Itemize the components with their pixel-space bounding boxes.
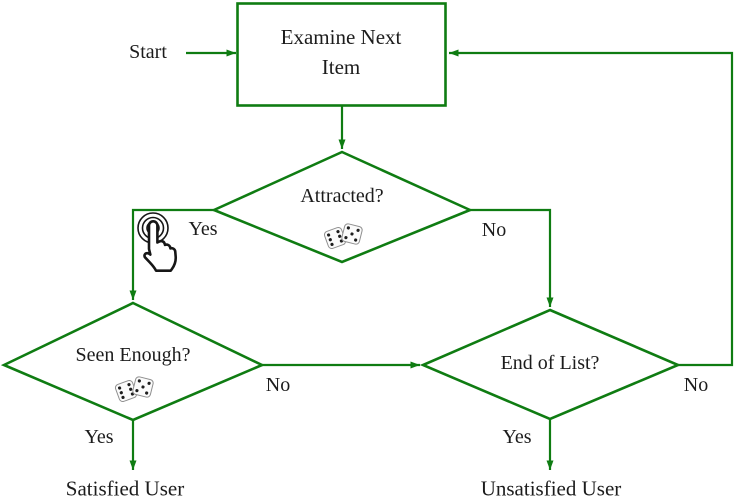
end-of-list-label: End of List? — [500, 352, 600, 374]
tap-gesture-icon — [137, 212, 178, 272]
seen-enough-label: Seen Enough? — [75, 344, 191, 366]
edge-attracted-no — [469, 208, 554, 307]
attracted-no-label: No — [481, 219, 507, 241]
examine-next-item-line2: Item — [321, 55, 361, 79]
examine-next-item-line1: Examine Next — [280, 25, 402, 49]
examine-next-item-label: Examine Next Item — [281, 22, 402, 82]
satisfied-user-label: Satisfied User — [65, 476, 185, 498]
seen-enough-no-label: No — [265, 374, 291, 396]
end-of-list-yes-label: Yes — [502, 426, 532, 448]
attracted-diamond — [210, 150, 474, 264]
edge-attracted-yes — [129, 208, 215, 300]
unsatisfied-user-label: Unsatisfied User — [480, 476, 622, 498]
edge-end-of-list-no-loop — [449, 49, 734, 367]
attracted-label: Attracted? — [300, 185, 384, 207]
seen-enough-yes-label: Yes — [84, 426, 114, 448]
examine-next-item-box — [236, 2, 447, 107]
end-of-list-no-label: No — [683, 374, 709, 396]
start-label: Start — [129, 41, 167, 63]
attracted-yes-label: Yes — [188, 218, 218, 240]
